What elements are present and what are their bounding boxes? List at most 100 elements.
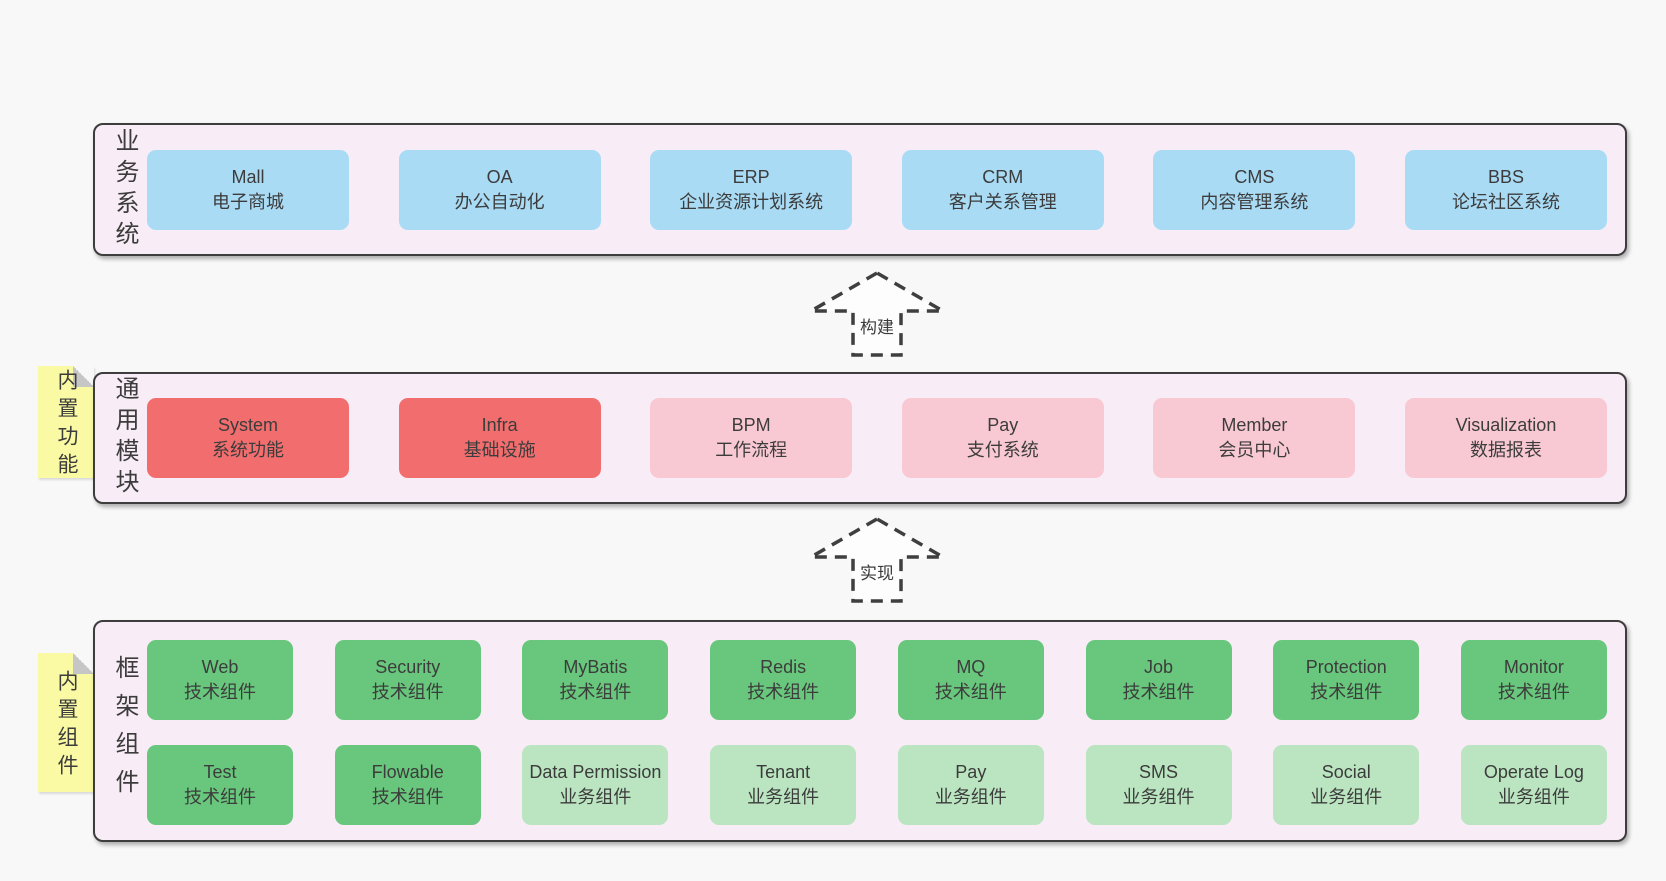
layer-title: 业务系统	[111, 127, 138, 252]
box-title: Job	[1144, 657, 1174, 677]
module-box: Monitor 技术组件	[1460, 640, 1607, 720]
up-arrow-implement: 实现	[804, 516, 950, 603]
module-box: Security 技术组件	[334, 640, 481, 720]
module-box: ERP 企业资源计划系统	[650, 149, 853, 230]
box-subtitle: 技术组件	[1497, 682, 1570, 702]
box-title: Pay	[955, 762, 987, 782]
box-subtitle: 技术组件	[1310, 682, 1383, 702]
box-subtitle: 电子商城	[212, 191, 284, 212]
box-subtitle: 企业资源计划系统	[679, 191, 824, 212]
module-box: Social 业务组件	[1273, 745, 1420, 825]
module-box: Flowable 技术组件	[334, 745, 481, 825]
module-box: MyBatis 技术组件	[522, 640, 669, 720]
box-subtitle: 工作流程	[715, 440, 788, 460]
box-title: Member	[1221, 415, 1288, 435]
box-title: Monitor	[1503, 657, 1564, 677]
box-subtitle: 业务组件	[934, 787, 1007, 807]
box-title: CRM	[982, 166, 1024, 187]
layer-title: 框架组件	[111, 655, 138, 807]
box-title: Test	[203, 762, 237, 782]
sticky-note-builtin-features: 内置功能	[38, 366, 94, 481]
box-subtitle: 基础设施	[463, 440, 536, 460]
module-box: Member 会员中心	[1153, 398, 1356, 478]
box-title: SMS	[1139, 762, 1179, 782]
box-subtitle: 业务组件	[559, 787, 632, 807]
box-subtitle: 业务组件	[1122, 787, 1195, 807]
box-title: Pay	[987, 415, 1019, 435]
module-box: Mall 电子商城	[147, 149, 349, 230]
box-title: Visualization	[1455, 415, 1557, 435]
box-title: MyBatis	[563, 657, 628, 677]
box-subtitle: 论坛社区系统	[1451, 191, 1560, 212]
box-title: Operate Log	[1483, 762, 1584, 782]
box-subtitle: 业务组件	[1497, 787, 1570, 807]
box-title: Social	[1321, 762, 1371, 782]
box-title: BBS	[1487, 166, 1524, 187]
module-box: CMS 内容管理系统	[1153, 149, 1356, 230]
box-subtitle: 业务组件	[1310, 787, 1383, 807]
module-box: System 系统功能	[147, 398, 349, 478]
box-subtitle: 业务组件	[747, 787, 820, 807]
box-title: BPM	[731, 415, 771, 435]
sticky-note-builtin-components: 内置组件	[38, 653, 94, 792]
box-subtitle: 内容管理系统	[1200, 191, 1309, 212]
module-box: CRM 客户关系管理	[901, 149, 1104, 230]
box-row: System 系统功能 Infra 基础设施 BPM 工作流程 Pay 支付系统 Member 会…	[147, 374, 1607, 502]
box-subtitle: 技术组件	[184, 682, 256, 702]
module-box: MQ 技术组件	[897, 640, 1044, 720]
box-subtitle: 数据报表	[1469, 440, 1542, 460]
box-title: ERP	[732, 166, 770, 187]
box-subtitle: 技术组件	[371, 787, 444, 807]
box-subtitle: 支付系统	[966, 440, 1039, 460]
box-subtitle: 技术组件	[371, 682, 444, 702]
box-title: MQ	[956, 657, 986, 677]
sticky-label: 内置功能	[55, 369, 78, 481]
module-box: Data Permission 业务组件	[522, 745, 669, 825]
layer-common-modules: 通用模块 System 系统功能 Infra 基础设施 BPM 工作流程 Pay 支付系统 Me…	[93, 372, 1627, 504]
sticky-label: 内置组件	[55, 669, 78, 782]
box-subtitle: 办公自动化	[454, 191, 545, 212]
module-box: Operate Log 业务组件	[1460, 745, 1607, 825]
box-title: Mall	[231, 166, 265, 187]
box-subtitle: 会员中心	[1218, 440, 1291, 460]
module-box: Tenant 业务组件	[710, 745, 857, 825]
module-box: BBS 论坛社区系统	[1404, 149, 1607, 230]
box-subtitle: 客户关系管理	[948, 191, 1057, 212]
arrow-label: 构建	[857, 313, 897, 338]
module-box: Infra 基础设施	[398, 398, 601, 478]
folded-corner-icon	[73, 366, 94, 387]
box-title: CMS	[1234, 166, 1275, 187]
box-title: Tenant	[756, 762, 811, 782]
module-box: Pay 支付系统	[901, 398, 1104, 478]
box-row: Mall 电子商城 OA 办公自动化 ERP 企业资源计划系统 CRM 客户关系管理 CMS 内容…	[147, 125, 1607, 254]
module-box: OA 办公自动化	[398, 149, 601, 230]
box-title: Protection	[1305, 657, 1387, 677]
layer-title: 通用模块	[111, 376, 138, 500]
up-arrow-build: 构建	[804, 270, 950, 357]
box-subtitle: 技术组件	[1122, 682, 1195, 702]
module-box: Visualization 数据报表	[1404, 398, 1607, 478]
box-subtitle: 技术组件	[747, 682, 820, 702]
box-subtitle: 技术组件	[559, 682, 632, 702]
box-title: System	[217, 415, 278, 435]
box-title: Web	[201, 657, 239, 677]
folded-corner-icon	[73, 653, 94, 674]
layer-business-systems: 业务系统 Mall 电子商城 OA 办公自动化 ERP 企业资源计划系统 CRM 客户关系管理…	[93, 123, 1627, 256]
module-box: Protection 技术组件	[1273, 640, 1420, 720]
module-box: SMS 业务组件	[1085, 745, 1232, 825]
box-subtitle: 技术组件	[934, 682, 1007, 702]
box-title: Data Permission	[529, 762, 662, 782]
arrow-label: 实现	[857, 559, 897, 584]
box-subtitle: 技术组件	[184, 787, 256, 807]
module-box: Test 技术组件	[147, 745, 293, 825]
box-title: OA	[486, 166, 513, 187]
box-title: Security	[375, 657, 441, 677]
box-title: Infra	[481, 415, 518, 435]
box-title: Flowable	[371, 762, 444, 782]
box-subtitle: 系统功能	[212, 440, 284, 460]
